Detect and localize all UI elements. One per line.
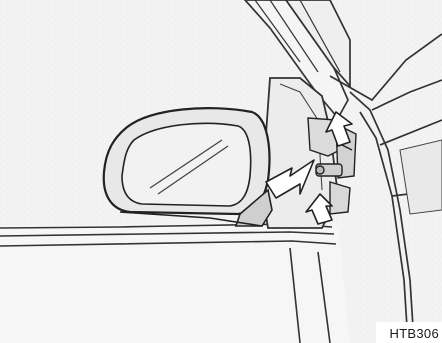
figure-code: HTB306 (390, 326, 440, 341)
mirror-glass (122, 123, 251, 206)
